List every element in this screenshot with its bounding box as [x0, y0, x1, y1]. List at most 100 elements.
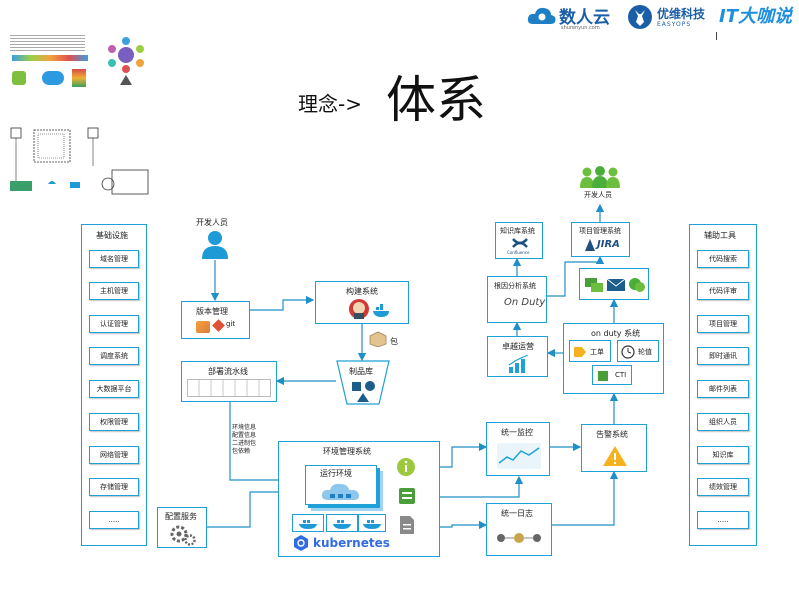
- title-prefix: 理念->: [298, 92, 362, 116]
- env-note-4: 包依赖: [232, 448, 251, 455]
- env-management-label: 环境管理系统: [323, 447, 371, 456]
- infrastructure-title: 基础设施: [96, 231, 128, 240]
- cloud-cluster-icon: [321, 483, 360, 500]
- arrow-env2-to-monitor: [418, 475, 524, 498]
- unified-log-label: 统一日志: [501, 509, 533, 518]
- cti-icon: [598, 371, 608, 381]
- onduty-rotation[interactable]: 轮值: [617, 340, 659, 362]
- unified-monitor-label: 统一监控: [501, 428, 533, 437]
- env-note-1: 环境信息: [232, 424, 257, 431]
- box-icon: [369, 331, 387, 347]
- artifact-repo-shape[interactable]: [336, 360, 390, 405]
- log-flow-icon: [497, 533, 541, 543]
- brand3-name: IT大咖说: [719, 6, 792, 27]
- tool-item-knowledge[interactable]: 知识库: [697, 446, 749, 464]
- runtime-env-stack[interactable]: 运行环境: [305, 465, 377, 505]
- deploy-pipeline-label: 部署流水线: [208, 367, 248, 376]
- infra-item-auth[interactable]: 认证管理: [89, 315, 139, 333]
- jenkins-icon: [349, 299, 369, 319]
- knowledge-base-box[interactable]: 知识库系统 Confluence: [495, 222, 543, 259]
- thumbnail-diagram-3: [8, 126, 153, 198]
- ticket-label: 工单: [590, 348, 604, 356]
- docker-icon: [373, 304, 389, 317]
- docker-icon: [299, 520, 317, 529]
- alert-system-box[interactable]: 告警系统: [581, 424, 647, 472]
- monitor-chart-icon: [497, 443, 541, 469]
- project-mgmt-label: 项目管理系统: [579, 227, 621, 235]
- circle-icon: [365, 381, 375, 391]
- gears-icon: [170, 525, 196, 546]
- version-management-box[interactable]: 版本管理 git: [181, 301, 250, 339]
- version-management-label: 版本管理: [196, 307, 228, 316]
- onduty-ticket[interactable]: 工单: [569, 340, 611, 362]
- wechat-icon: [629, 278, 645, 292]
- git-label: git: [226, 320, 236, 328]
- deer-icon: [628, 5, 652, 29]
- jira-label: JIRA: [597, 239, 620, 250]
- chat-icon: [585, 278, 603, 292]
- infra-item-host[interactable]: 主机管理: [89, 282, 139, 300]
- header-tick: [716, 32, 717, 40]
- infra-item-scheduler[interactable]: 调度系统: [89, 347, 139, 365]
- cloud-icon: [527, 7, 556, 24]
- developer-left-label: 开发人员: [196, 218, 228, 227]
- tool-item-im[interactable]: 即时通讯: [697, 347, 749, 365]
- auxiliary-tools-title: 辅助工具: [704, 231, 736, 240]
- mail-icon: [606, 278, 626, 291]
- arrow-rootcause-to-project: [547, 255, 605, 297]
- tag-icon: [574, 347, 586, 357]
- info-icon: [397, 458, 415, 476]
- square-icon: [352, 382, 361, 391]
- clock-icon: [621, 345, 635, 359]
- unified-monitor-box[interactable]: 统一监控: [486, 422, 550, 476]
- infra-item-bigdata[interactable]: 大数据平台: [89, 380, 139, 398]
- arrow-pipeline-to-env: [229, 402, 300, 485]
- infra-item-more[interactable]: .....: [89, 511, 139, 529]
- tool-item-code-search[interactable]: 代码搜索: [697, 250, 749, 268]
- root-cause-box[interactable]: 根因分析系统 On Duty: [487, 276, 547, 323]
- config-service-box[interactable]: 配置服务: [157, 507, 207, 548]
- server-icon: [399, 488, 415, 504]
- tool-item-more[interactable]: .....: [697, 511, 749, 529]
- onduty-cti[interactable]: CTI: [592, 365, 632, 385]
- unified-log-box[interactable]: 统一日志: [486, 503, 552, 556]
- pipeline-stages: [187, 379, 271, 397]
- developer-right-label: 开发人员: [584, 191, 612, 199]
- kubernetes-icon: [294, 535, 308, 551]
- tool-item-mail-list[interactable]: 邮件列表: [697, 380, 749, 398]
- container-3: [358, 514, 386, 532]
- build-system-box[interactable]: 构建系统: [315, 281, 409, 324]
- confluence-icon: [512, 238, 528, 248]
- docker-icon: [333, 520, 351, 529]
- document-icon: [400, 516, 414, 534]
- package-label: 包: [390, 337, 398, 346]
- onduty-system-label: on duty 系统: [591, 329, 641, 338]
- arrow-config-to-env: [207, 487, 300, 528]
- title-main: 体系: [386, 71, 486, 129]
- arrow-version-to-build: [250, 295, 315, 311]
- kubernetes-label: kubernetes: [313, 536, 390, 550]
- infra-item-domain[interactable]: 域名管理: [89, 250, 139, 268]
- easyops-logo: 优维科技 EASYOPS: [627, 2, 717, 32]
- tool-item-performance[interactable]: 绩效管理: [697, 478, 749, 496]
- deploy-pipeline-box[interactable]: 部署流水线: [181, 361, 277, 402]
- knowledge-base-label: 知识库系统: [500, 227, 535, 235]
- warning-icon: [603, 446, 627, 466]
- tool-item-project-mgmt[interactable]: 项目管理: [697, 315, 749, 333]
- git-icon: [212, 319, 225, 332]
- root-cause-label: 根因分析系统: [494, 282, 536, 290]
- config-service-label: 配置服务: [165, 512, 197, 521]
- bar-chart-icon: [508, 355, 529, 373]
- excellence-ops-box[interactable]: 卓越运营: [487, 336, 548, 377]
- messaging-box[interactable]: [579, 268, 649, 300]
- project-mgmt-box[interactable]: 项目管理系统 JIRA: [571, 222, 630, 257]
- infra-item-storage[interactable]: 存储管理: [89, 478, 139, 496]
- onduty-logo-text: On Duty: [504, 297, 546, 308]
- infra-item-network[interactable]: 网络管理: [89, 446, 139, 464]
- tool-item-org[interactable]: 组织人员: [697, 413, 749, 431]
- runtime-env-label: 运行环境: [320, 469, 352, 478]
- infra-item-permission[interactable]: 权限管理: [89, 413, 139, 431]
- tool-item-code-review[interactable]: 代码评审: [697, 282, 749, 300]
- confluence-label: Confluence: [507, 250, 530, 255]
- person-icon: [202, 231, 228, 259]
